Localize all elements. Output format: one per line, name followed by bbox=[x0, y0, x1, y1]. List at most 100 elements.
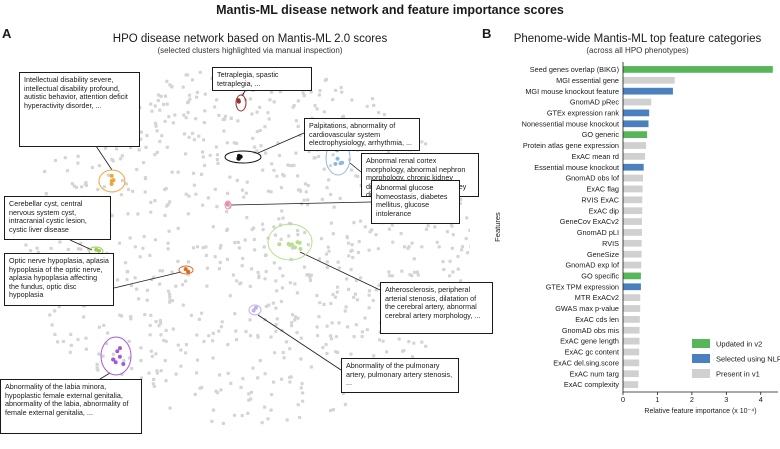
background-node bbox=[217, 267, 221, 271]
background-node bbox=[412, 341, 416, 345]
background-node bbox=[407, 245, 411, 249]
bar-label: ExAC gc content bbox=[565, 348, 619, 357]
cluster-node bbox=[183, 267, 188, 272]
x-tick-label: 2 bbox=[690, 395, 694, 404]
background-node bbox=[69, 343, 73, 347]
background-node bbox=[211, 225, 215, 229]
background-node bbox=[286, 163, 290, 167]
background-node bbox=[205, 284, 209, 288]
cluster-node bbox=[253, 305, 258, 310]
background-node bbox=[278, 266, 282, 270]
cluster-ellipse bbox=[178, 265, 194, 275]
background-node bbox=[294, 119, 298, 123]
background-node bbox=[139, 130, 143, 134]
background-node bbox=[306, 183, 310, 188]
background-node bbox=[164, 379, 168, 383]
background-node bbox=[295, 291, 299, 295]
feature-importance-chart: Seed genes overlap (BIKG)MGI essential g… bbox=[493, 62, 780, 415]
background-node bbox=[442, 267, 446, 272]
background-node bbox=[155, 150, 159, 154]
background-node bbox=[200, 385, 204, 390]
background-node bbox=[166, 247, 170, 251]
background-node bbox=[127, 356, 131, 360]
background-node bbox=[274, 306, 278, 310]
background-node bbox=[459, 197, 463, 201]
bar-label: GTEx expression rank bbox=[547, 109, 620, 118]
annotation-leader-line bbox=[95, 145, 113, 171]
background-node bbox=[84, 336, 88, 340]
background-node bbox=[159, 333, 163, 337]
background-node bbox=[162, 102, 166, 107]
background-node bbox=[288, 347, 292, 351]
background-node bbox=[456, 254, 460, 259]
background-node bbox=[184, 192, 188, 196]
cluster bbox=[113, 265, 194, 289]
background-node bbox=[328, 164, 333, 168]
background-node bbox=[306, 243, 310, 247]
cluster-node bbox=[94, 247, 99, 252]
legend-label: Updated in v2 bbox=[716, 340, 762, 349]
background-node bbox=[65, 169, 70, 173]
background-node bbox=[159, 94, 163, 98]
background-node bbox=[181, 85, 185, 89]
background-node bbox=[191, 246, 195, 250]
cluster bbox=[224, 200, 372, 210]
bar-label: ExAC gene length bbox=[560, 337, 619, 346]
background-node bbox=[122, 359, 126, 363]
background-node bbox=[203, 163, 207, 168]
background-node bbox=[302, 198, 306, 202]
background-node bbox=[324, 77, 328, 81]
background-node bbox=[374, 233, 378, 237]
background-node bbox=[76, 154, 80, 158]
background-node bbox=[293, 315, 298, 319]
background-node bbox=[152, 377, 156, 381]
background-node bbox=[63, 156, 67, 160]
bar bbox=[623, 76, 675, 84]
background-node bbox=[96, 368, 100, 372]
background-node bbox=[133, 276, 137, 280]
background-node bbox=[228, 294, 232, 298]
cluster-node bbox=[333, 161, 338, 166]
background-node bbox=[205, 266, 209, 270]
background-node bbox=[195, 333, 199, 337]
background-node bbox=[168, 299, 172, 303]
annotation-leader-line bbox=[113, 271, 182, 289]
cluster-ellipse bbox=[235, 94, 247, 112]
background-node bbox=[184, 343, 189, 347]
background-node bbox=[280, 377, 284, 381]
background-node bbox=[201, 150, 205, 154]
background-node bbox=[400, 269, 404, 273]
bar bbox=[623, 218, 642, 225]
bar bbox=[623, 294, 641, 301]
background-node bbox=[301, 399, 305, 403]
panel-a-letter: A bbox=[2, 26, 12, 41]
background-node bbox=[334, 350, 338, 354]
background-node bbox=[167, 115, 171, 119]
background-node bbox=[204, 245, 208, 249]
background-node bbox=[385, 350, 389, 354]
background-node bbox=[232, 413, 237, 417]
bar bbox=[623, 66, 773, 73]
background-node bbox=[345, 236, 349, 240]
background-node bbox=[114, 147, 119, 151]
background-node bbox=[269, 335, 273, 339]
cluster-ellipse bbox=[100, 336, 132, 376]
background-node bbox=[264, 269, 268, 274]
background-node bbox=[256, 376, 260, 380]
background-node bbox=[154, 124, 158, 128]
background-node bbox=[469, 245, 470, 249]
background-node bbox=[125, 277, 129, 282]
background-node bbox=[149, 349, 153, 353]
bar-label: GnomAD pRec bbox=[570, 98, 619, 107]
background-node bbox=[329, 192, 333, 197]
background-node bbox=[148, 333, 152, 337]
bar-label: GeneCov ExACv2 bbox=[560, 217, 619, 226]
background-node bbox=[325, 186, 329, 190]
background-node bbox=[322, 167, 326, 171]
background-node bbox=[281, 274, 285, 278]
background-node bbox=[240, 264, 244, 268]
background-node bbox=[29, 249, 33, 253]
cluster bbox=[248, 304, 342, 371]
background-node bbox=[142, 161, 146, 165]
background-node bbox=[103, 146, 108, 150]
